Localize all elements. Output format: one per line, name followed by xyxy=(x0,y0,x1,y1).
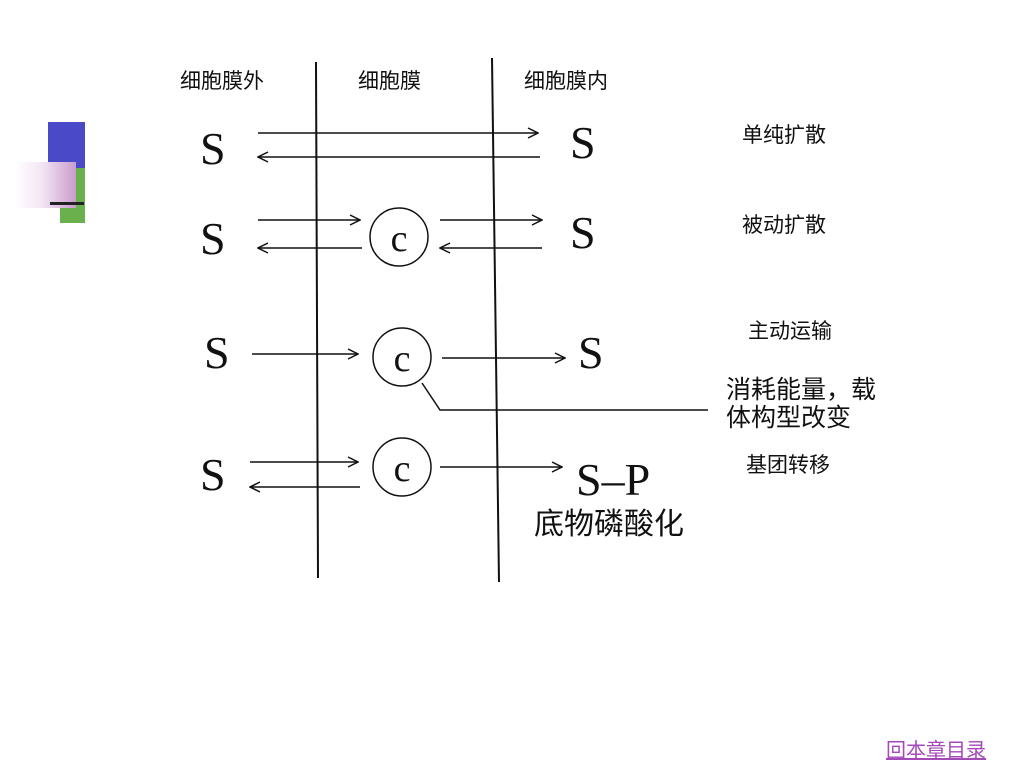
back-to-chapter-link[interactable]: 回本章目录 xyxy=(886,738,986,762)
decorative-gradient-bar xyxy=(14,162,76,208)
row1-substrate-inside: S xyxy=(570,117,596,168)
header-inside: 细胞膜内 xyxy=(524,69,608,93)
membrane-outer-boundary xyxy=(315,61,319,579)
row3-substrate-outside: S xyxy=(204,327,230,378)
row4-substrate-inside: S–P xyxy=(576,454,650,505)
row4-substrate-outside: S xyxy=(200,449,226,500)
decorative-dash xyxy=(50,202,84,205)
row3-mechanism: 主动运输 xyxy=(748,319,832,343)
row1-substrate-outside: S xyxy=(200,123,226,174)
row2-substrate-outside: S xyxy=(200,213,226,264)
row3-substrate-inside: S xyxy=(578,327,604,378)
header-outside: 细胞膜外 xyxy=(180,69,264,93)
energy-annotation-line2: 体构型改变 xyxy=(726,403,851,432)
row4-carrier-circle xyxy=(372,437,432,497)
header-membrane: 细胞膜 xyxy=(358,69,421,93)
row4-carrier-label: c xyxy=(394,448,411,490)
row3-carrier-label: c xyxy=(394,338,411,380)
row2-mechanism: 被动扩散 xyxy=(742,213,826,237)
row2-substrate-inside: S xyxy=(570,207,596,258)
row3-carrier-circle xyxy=(372,327,432,387)
row2-carrier-label: c xyxy=(391,218,408,260)
phosphorylation-annotation: 底物磷酸化 xyxy=(534,507,684,542)
row1-mechanism: 单纯扩散 xyxy=(742,123,826,147)
row4-mechanism: 基团转移 xyxy=(746,453,830,477)
row2-carrier-circle xyxy=(369,207,429,267)
energy-callout-line xyxy=(421,382,708,411)
energy-annotation-line1: 消耗能量，载 xyxy=(726,375,876,404)
membrane-inner-boundary xyxy=(491,57,500,583)
